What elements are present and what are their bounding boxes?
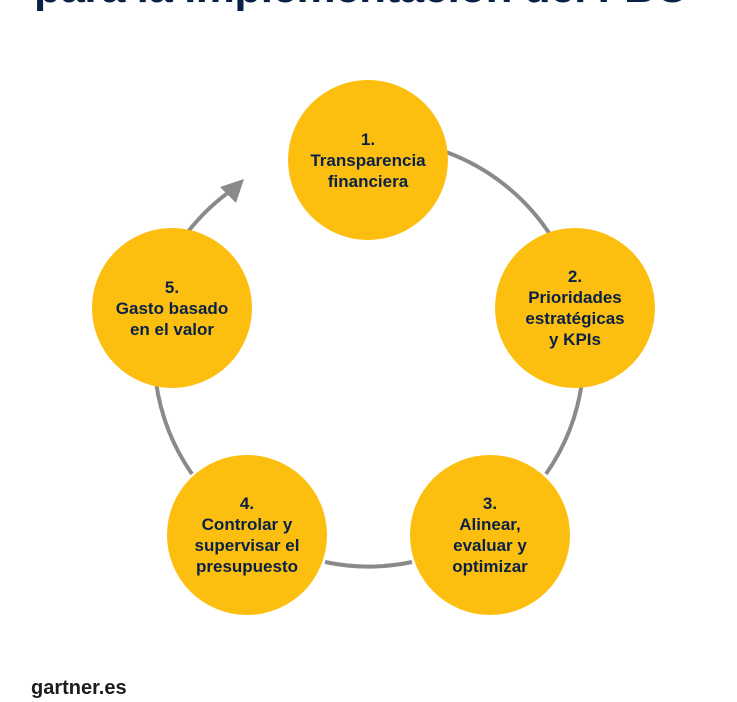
step-2-line-3: y KPIs — [549, 330, 601, 349]
step-4-number: 4. — [239, 494, 255, 513]
connector-1-to-2 — [445, 150, 553, 238]
step-5-line-2: en el valor — [129, 319, 215, 339]
step-4-line-1: Controlar y — [201, 515, 293, 534]
step-1-transparencia-financiera: 1. Transparencia financiera — [288, 80, 448, 240]
connector-3-to-4 — [324, 560, 413, 569]
step-4-line-2: supervisar el — [194, 536, 300, 555]
title-area: para la implementación del FBO — [0, 0, 737, 12]
step-1-line-2: financiera — [327, 171, 409, 191]
step-3-line-3: optimizar — [452, 557, 528, 576]
step-3-line-1: Alinear, — [459, 515, 521, 534]
step-2-line-2: estratégicas — [525, 309, 625, 328]
step-4-controlar-supervisar: 4. Controlar y supervisar el presupuesto — [167, 455, 327, 615]
step-1-line-1: Transparencia — [310, 150, 426, 170]
step-3-number: 3. — [482, 494, 498, 513]
connector-4-to-5 — [154, 381, 194, 476]
step-3-alinear-evaluar-optimizar: 3. Alinear, evaluar y optimizar — [410, 455, 570, 615]
arrowhead-icon — [220, 179, 244, 203]
page-title: para la implementación del FBO — [34, 0, 689, 10]
step-1-number: 1. — [360, 129, 376, 149]
step-2-prioridades-estrategicas: 2. Prioridades estratégicas y KPIs — [495, 228, 655, 388]
step-3-line-2: evaluar y — [453, 536, 527, 555]
connector-2-to-3 — [544, 381, 584, 476]
step-5-line-1: Gasto basado — [115, 298, 229, 318]
step-2-number: 2. — [567, 267, 583, 286]
step-5-gasto-basado-valor: 5. Gasto basado en el valor — [92, 228, 252, 388]
step-5-number: 5. — [164, 277, 180, 297]
footer-domain: gartner.es — [31, 677, 127, 699]
step-2-line-1: Prioridades — [528, 288, 622, 307]
step-4-line-3: presupuesto — [195, 557, 299, 576]
